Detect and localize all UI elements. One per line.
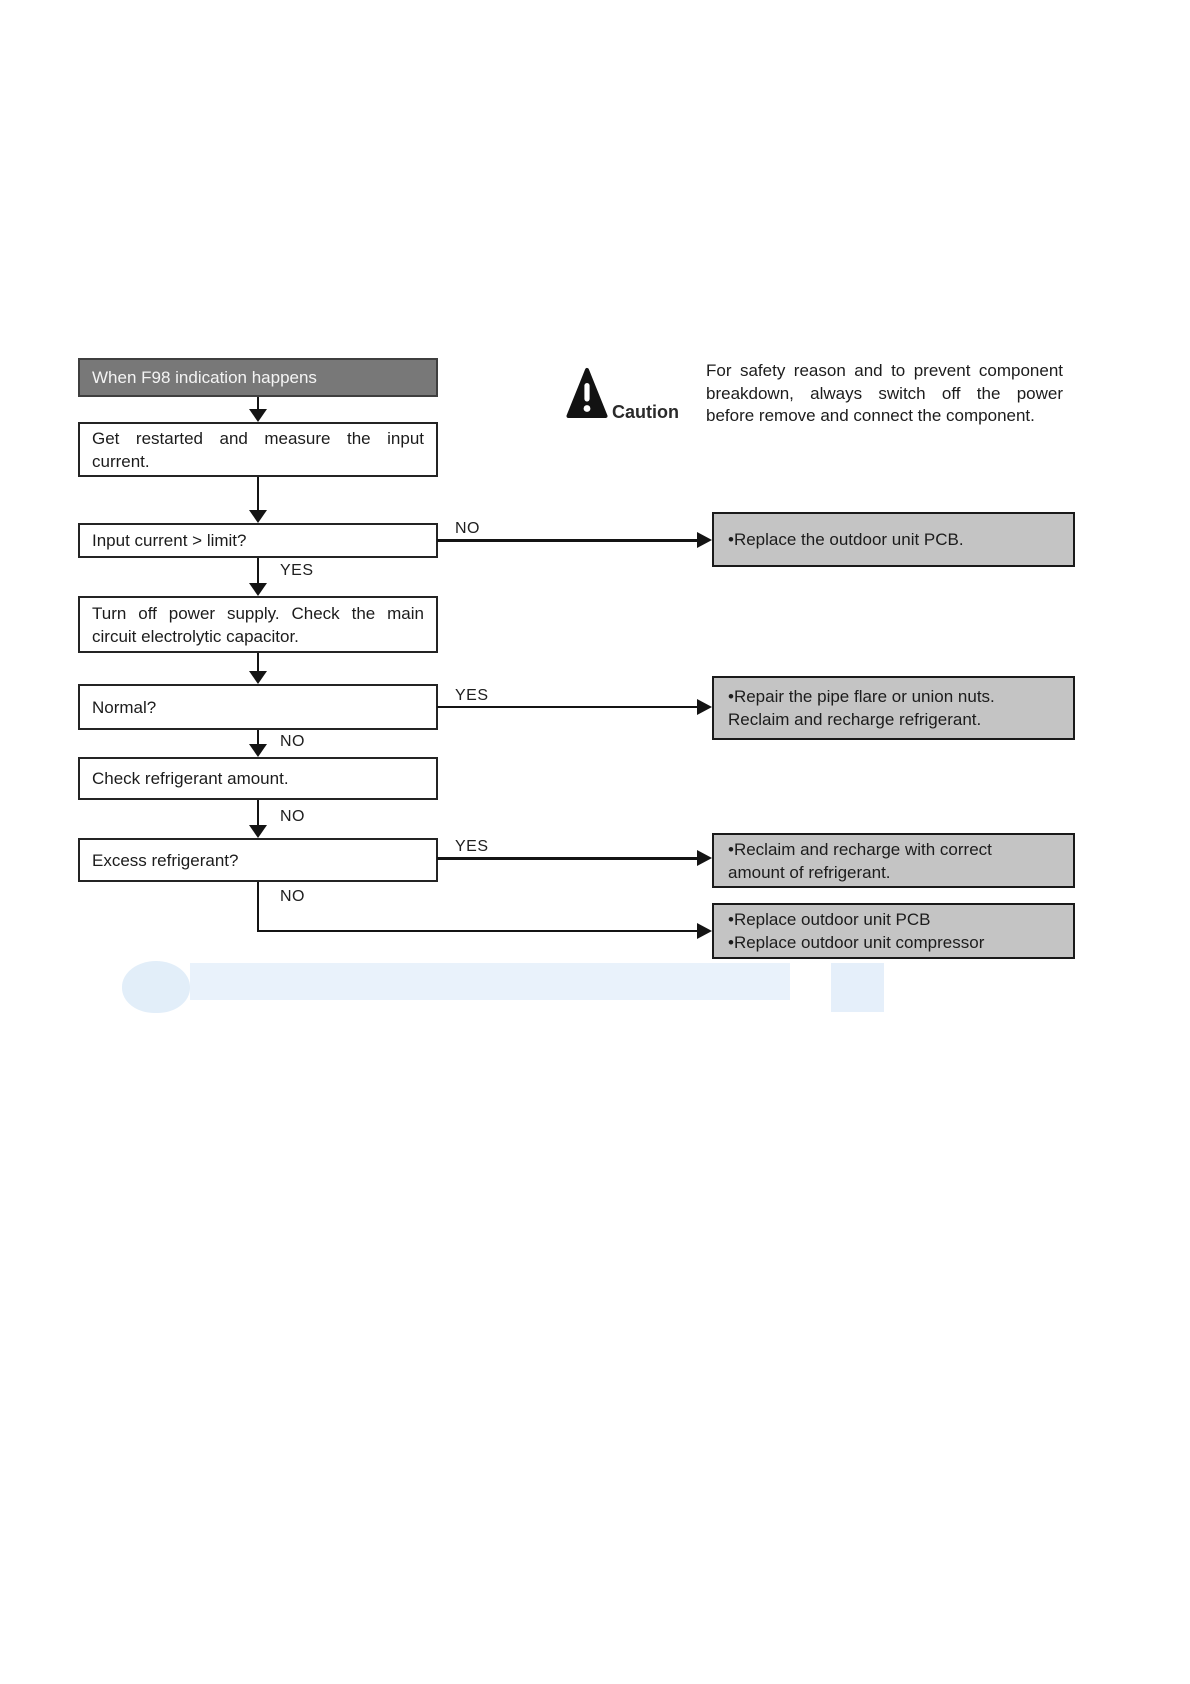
flow-start-label: When F98 indication happens (92, 368, 317, 387)
flow-step-restart: Get restarted and measure the input curr… (78, 422, 438, 477)
caution-label: Caution (612, 402, 679, 422)
result-text-line: •Replace the outdoor unit PCB. (728, 530, 964, 549)
result-box-repair-pipe: •Repair the pipe flare or union nuts. Re… (712, 676, 1075, 740)
step-text-line: Input current > limit? (92, 531, 247, 550)
flow-step-turn-off-power: Turn off power supply. Check the main ci… (78, 596, 438, 653)
flow-step-excess-refrigerant: Excess refrigerant? (78, 838, 438, 882)
result-box-recharge-correct: •Reclaim and recharge with correct amoun… (712, 833, 1075, 888)
connector-line (257, 477, 259, 512)
step-text-line: Check refrigerant amount. (92, 769, 289, 788)
arrow-right-icon (697, 923, 712, 939)
result-text-line: •Replace outdoor unit PCB (728, 910, 931, 929)
arrow-right-icon (697, 850, 712, 866)
caution-text-line: breakdown, always switch off the power (706, 383, 1063, 403)
watermark-band (190, 963, 790, 1000)
step-text-line: Excess refrigerant? (92, 850, 239, 870)
arrow-down-icon (249, 409, 267, 422)
result-text-line: •Repair the pipe flare or union nuts. (728, 687, 995, 706)
step-text-line: current. (92, 451, 150, 471)
arrow-down-icon (249, 583, 267, 596)
branch-label-no-input-current: NO (455, 520, 480, 537)
flow-start-box: When F98 indication happens (78, 358, 438, 397)
connector-line (437, 857, 698, 860)
connector-line (257, 882, 259, 932)
caution-text-line: before remove and connect the component. (706, 406, 1035, 425)
flow-step-check-refrigerant: Check refrigerant amount. (78, 757, 438, 800)
arrow-down-icon (249, 671, 267, 684)
connector-line (437, 706, 698, 708)
branch-label-yes-normal: YES (455, 687, 489, 704)
arrow-right-icon (697, 699, 712, 715)
branch-label-no-excess-refrigerant: NO (280, 888, 305, 905)
result-text-line: Reclaim and recharge refrigerant. (728, 710, 982, 729)
result-text-line: •Reclaim and recharge with correct (728, 839, 992, 859)
connector-line (257, 730, 259, 746)
arrow-down-icon (249, 510, 267, 523)
connector-line (257, 397, 259, 411)
caution-text-line: For safety reason and to prevent compone… (706, 361, 1063, 380)
connector-line (257, 800, 259, 827)
branch-label-no-check-refrigerant: NO (280, 808, 305, 825)
arrow-down-icon (249, 825, 267, 838)
branch-label-no-normal: NO (280, 733, 305, 750)
flow-step-normal: Normal? (78, 684, 438, 730)
step-text-line: Get restarted and measure the input (92, 428, 424, 448)
step-text-line: circuit electrolytic capacitor. (92, 626, 299, 646)
caution-text: For safety reason and to prevent compone… (706, 360, 1063, 428)
caution-triangle-icon (566, 367, 608, 425)
result-box-replace-pcb-compressor: •Replace outdoor unit PCB •Replace outdo… (712, 903, 1075, 959)
result-text-line: •Replace outdoor unit compressor (728, 933, 985, 952)
branch-label-yes-excess-refrigerant: YES (455, 838, 489, 855)
arrow-down-icon (249, 744, 267, 757)
connector-line (257, 930, 698, 932)
connector-line (257, 558, 259, 585)
branch-label-yes-input-current: YES (280, 562, 314, 579)
step-text-line: Turn off power supply. Check the main (92, 603, 424, 623)
connector-line (437, 539, 698, 542)
step-text-line: Normal? (92, 697, 157, 717)
connector-line (257, 653, 259, 673)
arrow-right-icon (697, 532, 712, 548)
result-box-replace-pcb: •Replace the outdoor unit PCB. (712, 512, 1075, 567)
watermark-square (831, 963, 884, 1012)
result-text-line: amount of refrigerant. (728, 862, 891, 882)
flow-step-input-current: Input current > limit? (78, 523, 438, 558)
watermark-blob (122, 961, 190, 1013)
